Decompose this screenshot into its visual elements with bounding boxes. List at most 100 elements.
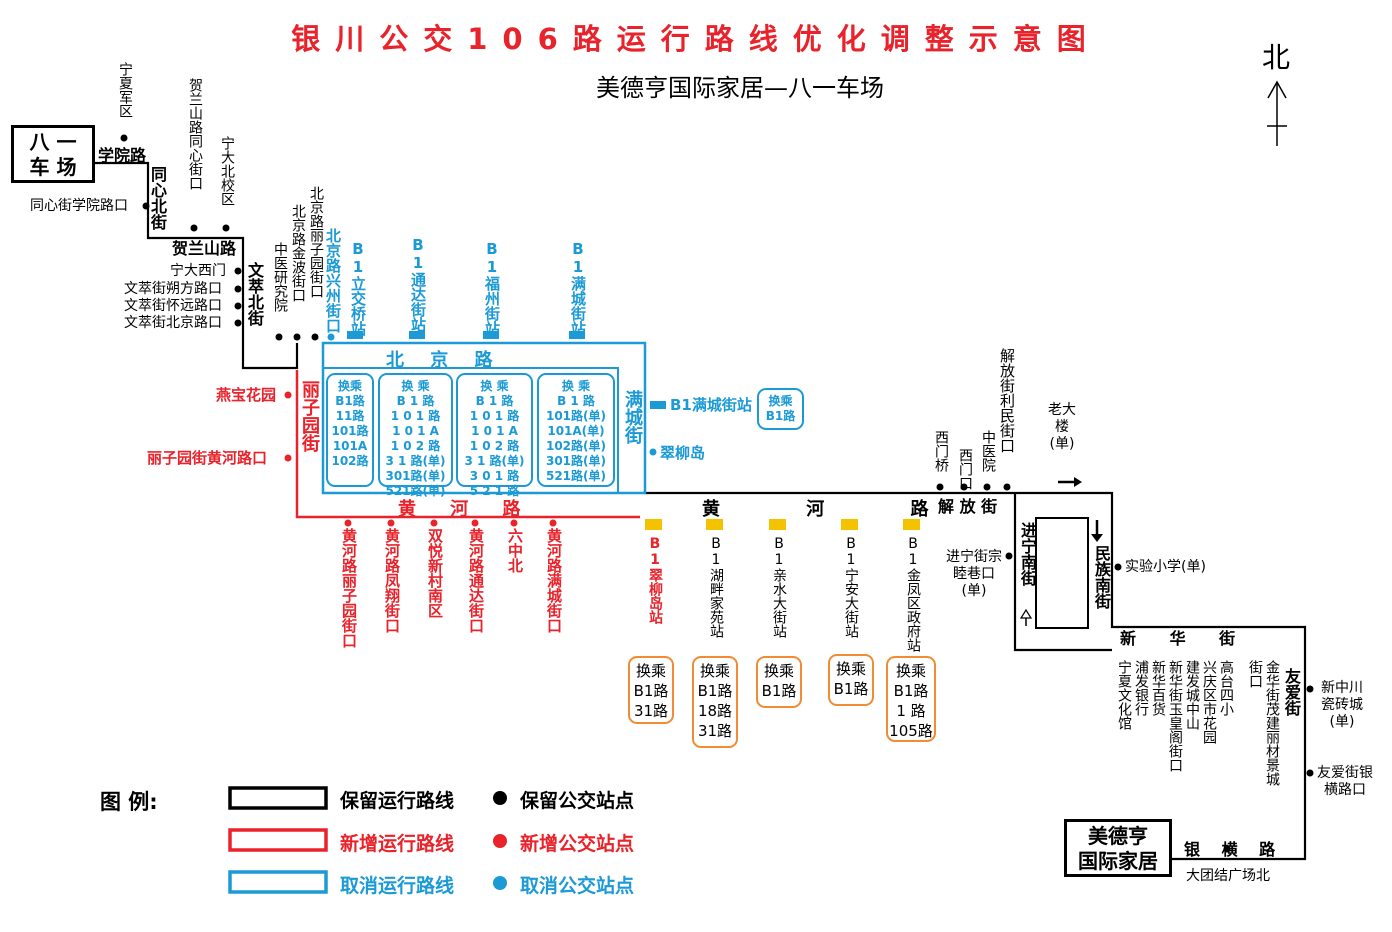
- station-shuangyue-xincun: 双悦新村南区: [426, 528, 444, 618]
- station-xinzhongchuan: 新中川瓷砖城(单): [1321, 680, 1363, 730]
- station-beijing-liziyuan: 北京路丽子园街口: [308, 186, 324, 298]
- station-ximenkou: 西门口: [957, 448, 973, 490]
- road-manchengjie: 满城街: [622, 390, 643, 444]
- road-jinningnan: 进宁南街: [1018, 522, 1037, 586]
- station-tongxin-xueyuan: 同心街学院路口: [30, 198, 128, 214]
- station-huanghe-fengxiang: 黄河路凤翔街口: [383, 528, 401, 633]
- station-b1-manchengjie-v: B1满城街站: [569, 240, 587, 336]
- road-youai: 友爱街: [1282, 668, 1301, 716]
- station-xinhua-baihuo: 新华百货: [1150, 660, 1166, 716]
- station-jinning-zongling: 进宁街宗睦巷口(单): [946, 549, 1002, 599]
- station-youai-yinheng: 友爱街银横路口: [1317, 765, 1373, 798]
- road-minzunan: 民族南街: [1092, 545, 1111, 609]
- station-zhongyi-yanjiuyuan: 中医研究院: [272, 242, 288, 312]
- b1-transfer-box-1: 换乘 B1路 31路: [628, 656, 674, 724]
- station-ningxia-wenhuaguan: 宁夏文化馆: [1116, 660, 1132, 730]
- station-b1-fuzhou: B1福州街站: [483, 240, 501, 336]
- legend-cancelled-line: 取消运行路线: [340, 875, 455, 897]
- retained-route-line-east: [645, 491, 1307, 861]
- station-jiefang-limin: 解放街利民街口: [998, 348, 1016, 453]
- terminal-bayi: 八 一 车 场: [11, 125, 95, 183]
- road-xinhua: 新 华 街: [1120, 629, 1250, 648]
- b1-transfer-box-4: 换乘 B1路: [828, 654, 874, 706]
- station-xinhua-yuhuang: 新华街玉皇阁街口: [1167, 660, 1183, 772]
- station-zhongyiyuan: 中医院: [980, 430, 996, 472]
- road-helanshan: 贺兰山路: [172, 239, 237, 258]
- station-b1-manchengjie: B1满城街站: [670, 396, 752, 414]
- terminal-meidexiang-line1: 美德亨: [1088, 824, 1148, 848]
- legend-added-line: 新增运行路线: [340, 833, 455, 855]
- terminal-bayi-line2: 车 场: [29, 155, 77, 179]
- road-huanghe-east: 黄 河 路: [702, 499, 969, 520]
- station-b1-tongda: B1通达街站: [409, 236, 427, 332]
- road-wencuibei: 文萃北街: [245, 262, 264, 326]
- station-huanghe-mancheng: 黄河路满城街口: [545, 528, 563, 633]
- road-xueyuan: 学院路: [98, 146, 147, 165]
- added-route-line: [295, 370, 640, 519]
- north-label: 北: [1262, 41, 1291, 74]
- b1-transfer-box-2: 换乘 B1路 18路 31路: [692, 656, 738, 748]
- b1-station-2-name: B1湖畔家苑站: [708, 536, 724, 638]
- road-yinheng: 银 横 路: [1184, 840, 1284, 859]
- station-shiyan-xiaoxue: 实验小学(单): [1125, 559, 1206, 575]
- station-beijing-xingzhou: 北京路兴州街口: [324, 228, 342, 333]
- road-beijing: 北 京 路: [386, 350, 503, 371]
- station-wencui-beijing: 文萃街北京路口: [124, 315, 222, 331]
- station-jianfa-zhongshan: 建发城中山: [1184, 660, 1200, 730]
- station-gaotai-xiaoxue: 高台四小: [1218, 660, 1234, 716]
- legend-symbols: [228, 786, 507, 894]
- station-huanghe-tongda: 黄河路通达街口: [467, 528, 485, 633]
- station-xingqing-huayuan: 兴庆区市花园: [1201, 660, 1217, 744]
- road-tongxinbei: 同心北街: [148, 166, 167, 230]
- b1-station-2: B1湖畔家苑站: [707, 536, 724, 638]
- station-cuiliudao: 翠柳岛: [660, 444, 706, 462]
- b1-station-3: B1亲水大街站: [770, 536, 787, 638]
- b1-station-5: B1金凤区政府站: [904, 536, 921, 652]
- station-pufa-yinhang: 浦发银行: [1133, 660, 1149, 716]
- b1-station-3-name: B1亲水大街站: [771, 536, 787, 638]
- terminal-meidexiang: 美德亨 国际家居: [1064, 819, 1172, 877]
- station-liziyuan-huanghe: 丽子园街黄河路口: [147, 449, 268, 467]
- cancelled-transfer-panel-4: 换 乘 B 1 路 101路(单) 101A(单) 102路(单) 301路(单…: [537, 373, 615, 487]
- station-wencui-shuofang: 文萃街朔方路口: [124, 281, 222, 297]
- station-wencui-huaiyuan: 文萃街怀远路口: [124, 298, 222, 314]
- station-ningda-beixiaoqu: 宁大北校区: [219, 136, 235, 206]
- legend-cancelled-stop: 取消公交站点: [520, 875, 635, 897]
- station-yanbao-huayuan: 燕宝花园: [216, 386, 277, 404]
- station-ningxia-junqu: 宁夏军区: [117, 62, 133, 118]
- cancelled-transfer-panel-5: 换乘 B1路: [757, 388, 804, 430]
- cancelled-route-inner: [322, 367, 619, 494]
- cancelled-transfer-panel-2: 换 乘 B 1 路 1 0 1 路 1 0 1 A 1 0 2 路 3 1 路(…: [378, 373, 453, 498]
- b1-transfer-box-5: 换乘 B1路 1 路 105路: [886, 656, 936, 742]
- station-ximenqiao: 西门桥: [933, 430, 949, 472]
- b1-station-4-name: B1宁安大街站: [843, 536, 859, 638]
- station-datuanjie: 大团结广场北: [1186, 868, 1270, 884]
- legend-retained-line: 保留运行路线: [340, 790, 455, 812]
- station-ningda-ximen: 宁大西门: [170, 263, 226, 279]
- station-b1-lijiaoqiao: B1立交桥站: [349, 240, 367, 336]
- legend-title: 图 例:: [100, 790, 158, 814]
- legend-retained-stop: 保留公交站点: [520, 790, 635, 812]
- b1-station-1-name: B1翠柳岛站: [647, 536, 663, 624]
- terminal-meidexiang-line2: 国际家居: [1078, 849, 1158, 873]
- retained-route-line: [95, 161, 299, 370]
- road-jiefang: 解 放 街: [938, 497, 998, 516]
- jinning-minzu-loop: [1035, 517, 1089, 629]
- cancelled-transfer-panel-3: 换 乘 B 1 路 1 0 1 路 1 0 1 A 1 0 2 路 3 1 路(…: [456, 373, 533, 498]
- terminal-bayi-line1: 八 一: [29, 130, 77, 154]
- north-arrow-icon: [1267, 80, 1287, 146]
- b1-station-4: B1宁安大街站: [842, 536, 859, 638]
- b1-station-5-name: B1金凤区政府站: [905, 536, 921, 652]
- station-huanghe-liziyuan: 黄河路丽子园街口: [340, 528, 358, 648]
- road-liziyuan: 丽子园街: [299, 380, 320, 452]
- station-laodalou: 老大楼(单): [1048, 402, 1076, 452]
- road-huanghe: 黄 河 路: [398, 499, 535, 520]
- b1-station-1: B1翠柳岛站: [646, 536, 663, 624]
- station-jinhua-jingcheng: 金华街茂建丽材景城街口: [1247, 660, 1280, 786]
- cancelled-transfer-panel-1: 换乘 B1路 11路 101路 101A 102路: [326, 373, 374, 487]
- retained-route-line-loop: [1013, 493, 1112, 652]
- map-subtitle: 美德亨国际家居—八一车场: [596, 74, 884, 102]
- legend-added-stop: 新增公交站点: [520, 833, 635, 855]
- station-beijing-jinbo: 北京路金波街口: [290, 204, 306, 302]
